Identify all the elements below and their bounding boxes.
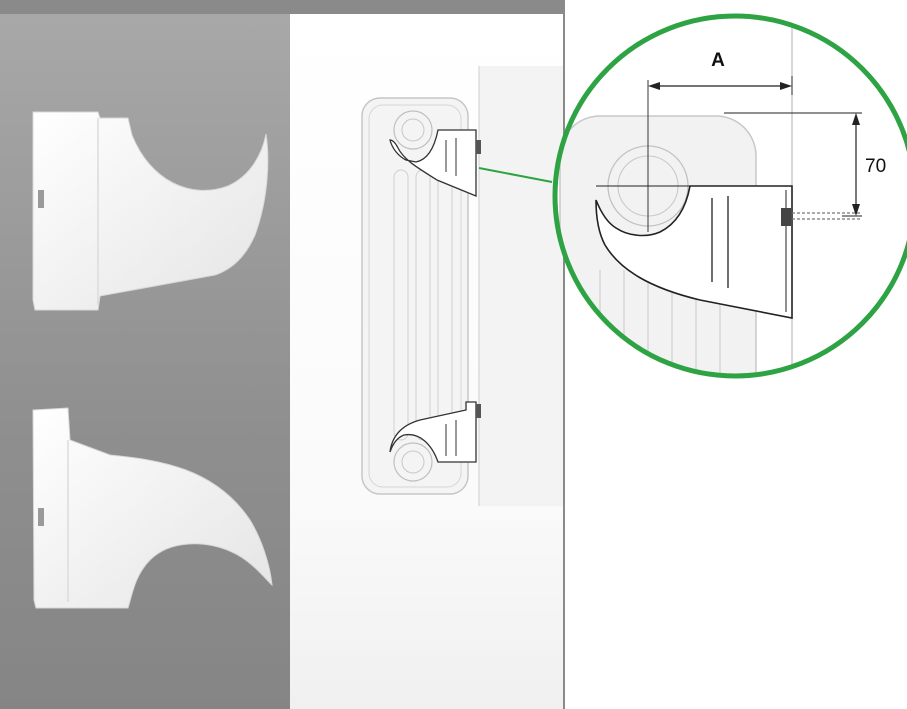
magnifier-ring bbox=[552, 13, 907, 379]
bracket-photo-bottom bbox=[32, 407, 273, 609]
bracket-photo-top bbox=[32, 111, 269, 311]
dimension-a-label: A bbox=[711, 50, 725, 71]
wall-section bbox=[478, 66, 563, 506]
magnified-detail bbox=[555, 16, 907, 376]
callout-leader-line bbox=[478, 167, 553, 183]
dimension-70-label: 70 bbox=[865, 156, 886, 177]
bracket-diagram-top bbox=[389, 129, 481, 197]
bracket-diagram-bottom bbox=[389, 401, 481, 463]
frame-top-border bbox=[0, 0, 565, 14]
frame-right-border bbox=[563, 0, 565, 709]
